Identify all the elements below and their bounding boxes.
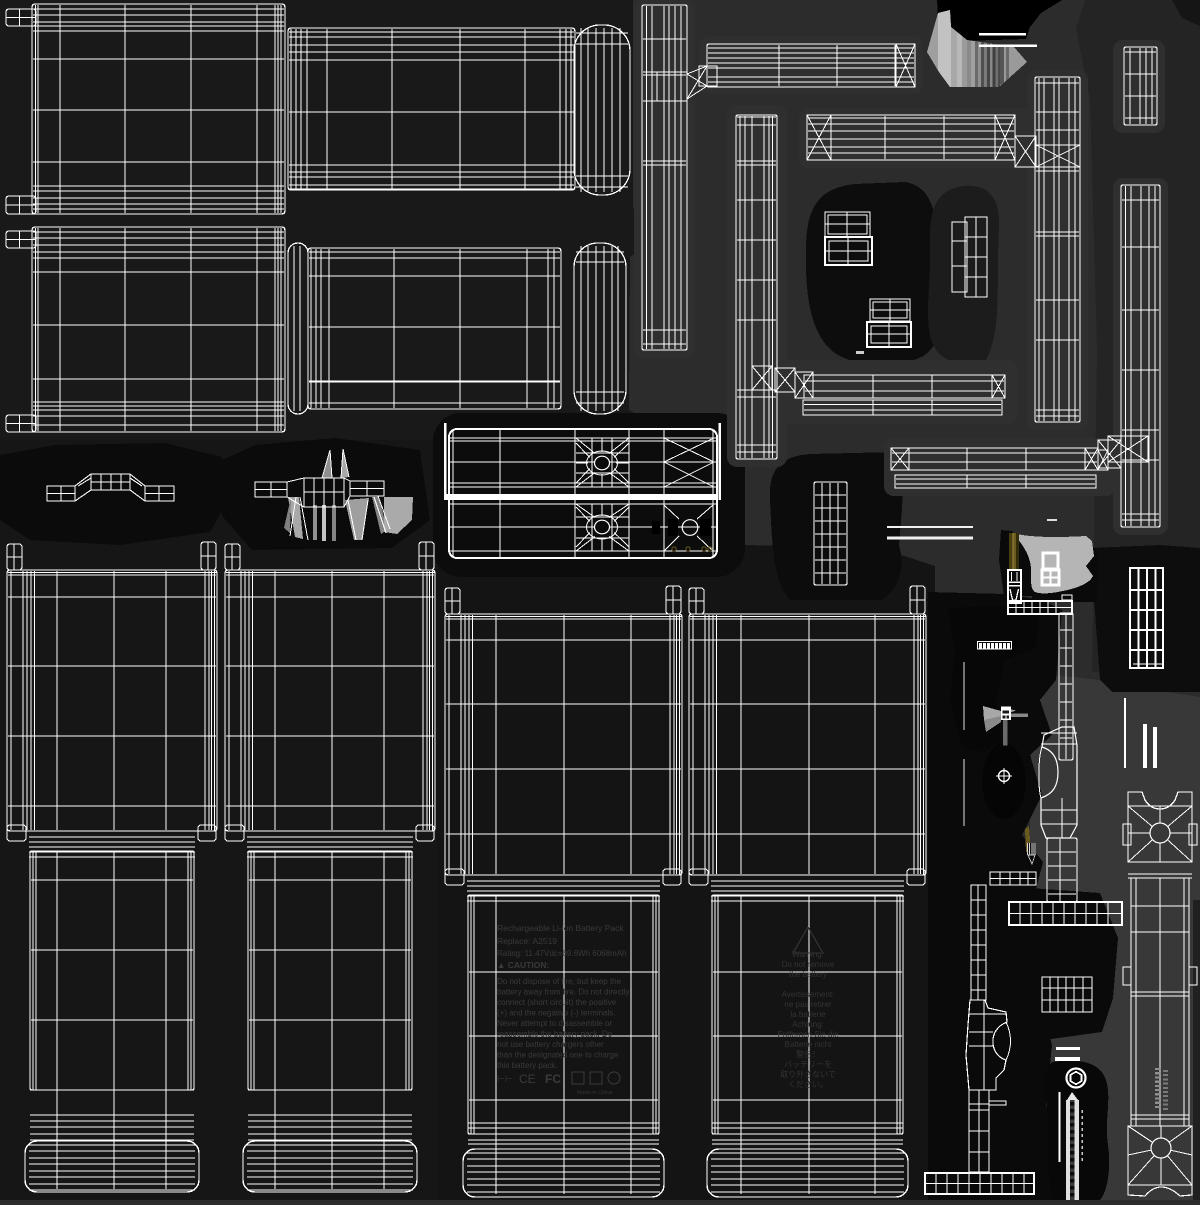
svg-text:⊢⊢: ⊢⊢: [497, 1074, 513, 1084]
svg-text:Never attempt to disassemble o: Never attempt to disassemble or: [497, 1019, 612, 1028]
svg-text:reassemble the battery pack. D: reassemble the battery pack. Do: [497, 1030, 613, 1039]
svg-text:ください。: ください。: [788, 1080, 828, 1089]
svg-text:ne pas retirer: ne pas retirer: [784, 1000, 831, 1009]
svg-text:Replace: A2519: Replace: A2519: [497, 936, 557, 946]
svg-text:Warning:: Warning:: [792, 950, 824, 959]
svg-text:Batterie nicht: Batterie nicht: [785, 1040, 832, 1049]
svg-text:Made in China: Made in China: [577, 1090, 613, 1096]
svg-text:la batterie: la batterie: [790, 1010, 826, 1019]
svg-text:FC: FC: [545, 1072, 561, 1086]
svg-text:this battery pack.: this battery pack.: [497, 1061, 557, 1070]
svg-text:Rechargeable Li-ion Battery Pa: Rechargeable Li-ion Battery Pack: [497, 923, 624, 933]
svg-text:CE: CE: [519, 1072, 536, 1086]
svg-text:battery away from fire. Do not: battery away from fire. Do not directly: [497, 988, 630, 997]
svg-text:not use battery chargers othe: not use battery chargers other: [497, 1040, 604, 1049]
svg-text:the battery: the battery: [789, 970, 827, 979]
svg-text:警告！: 警告！: [796, 1049, 820, 1059]
svg-text:取り外さないで: 取り外さないで: [780, 1069, 836, 1079]
svg-text:Do not remove: Do not remove: [782, 960, 835, 969]
svg-text:(+) and the negative (-) termi: (+) and the negative (-) terminals.: [497, 1009, 616, 1018]
svg-text:▲ CAUTION:: ▲ CAUTION:: [497, 960, 549, 970]
svg-text:than the designated one to cha: than the designated one to charge: [497, 1051, 619, 1060]
svg-text:バッテリーを: バッテリーを: [784, 1060, 832, 1069]
svg-text:Entfernen Sie die: Entfernen Sie die: [777, 1030, 839, 1039]
svg-text:Avertissement:: Avertissement:: [782, 990, 835, 999]
svg-text:Rating: 11.47Vdc=69.6Wh 6068mA: Rating: 11.47Vdc=69.6Wh 6068mAh: [497, 949, 627, 958]
svg-text:Do not dispose of fire, but ke: Do not dispose of fire, but keep the: [497, 977, 622, 986]
svg-text:Achtung:: Achtung:: [792, 1020, 824, 1029]
svg-text:connect (short circuit) the po: connect (short circuit) the positive: [497, 998, 617, 1007]
